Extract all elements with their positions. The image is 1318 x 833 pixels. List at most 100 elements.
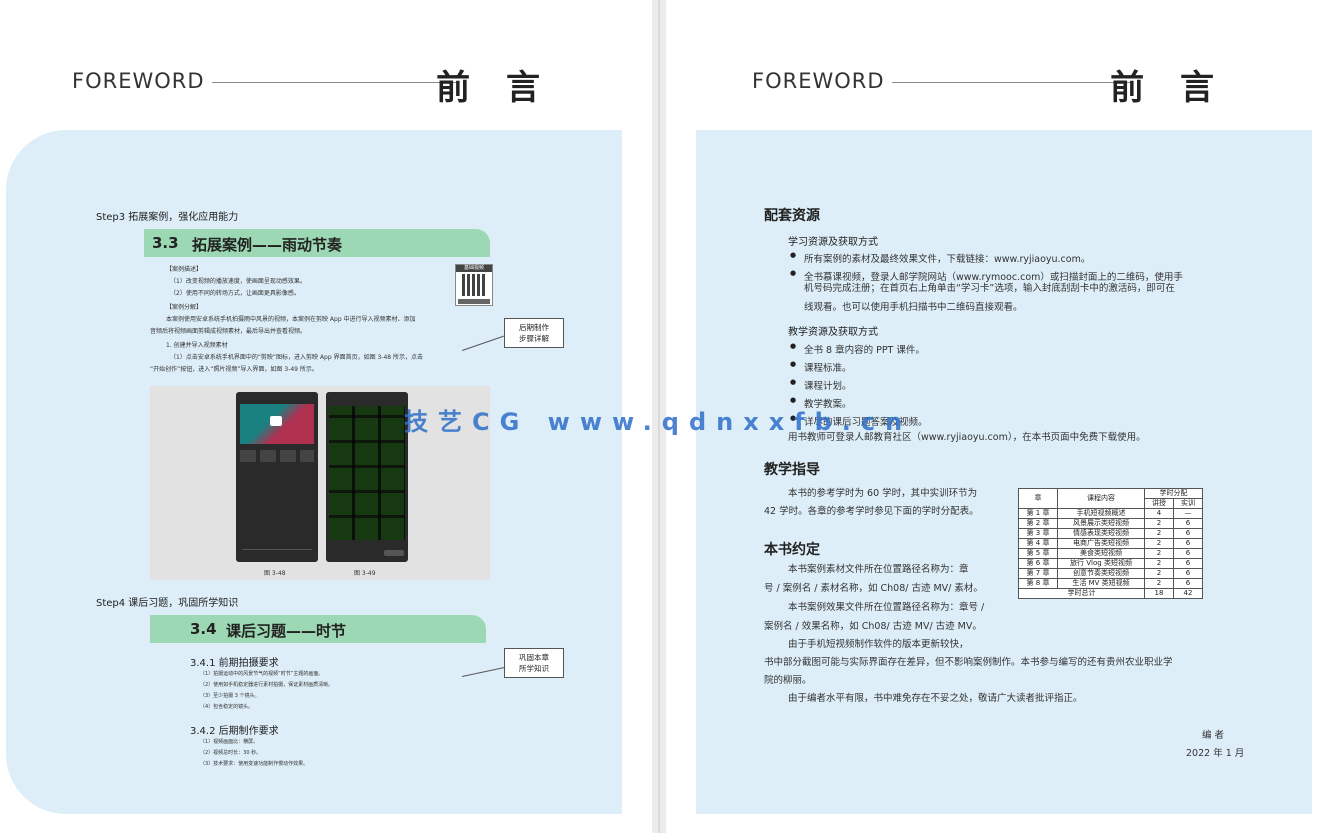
section-bar-3-3: 3.3 拓展案例——雨动节奏 (144, 229, 490, 257)
qianyan-title: 前 言 (1110, 68, 1226, 108)
list-item: 教学教案。 (790, 396, 851, 410)
table-cell: 生活 MV 类短视频 (1057, 578, 1145, 589)
list-item: （1）视频画面比：横屏。 (200, 739, 259, 745)
list-item: 全书慕课视频，登录人邮学院网站（www.rymooc.com）或扫描封面上的二维… (790, 269, 1183, 283)
phone-screenshot-49 (326, 392, 408, 562)
text-line: 42 学时。各章的参考学时参见下面的学时分配表。 (764, 506, 979, 517)
list-item: 全书 8 章内容的 PPT 课件。 (790, 342, 925, 356)
list-item: （2）使用如手机稳定器进行素材拍摄，保证素材画质清晰。 (200, 682, 334, 688)
qr-code-icon (455, 264, 493, 306)
text-line: （1）点击安卓系统手机界面中的“剪映”图标，进入剪映 App 界面首页，如图 3… (170, 354, 424, 361)
table-cell: 6 (1173, 548, 1203, 559)
header-rule (892, 82, 1132, 83)
screenshot-figures: 图 3-48 图 3-49 (150, 386, 490, 580)
text-line: 本书的参考学时为 60 学时，其中实训环节为 (788, 488, 978, 499)
step3-heading: Step3 拓展案例，强化应用能力 (96, 212, 239, 223)
table-cell: 4 (1144, 508, 1174, 519)
figure-caption-49: 图 3-49 (354, 570, 376, 577)
text-line: 由于手机短视频制作软件的版本更新较快， (788, 639, 969, 650)
signature-author: 编 者 (1202, 730, 1225, 741)
table-cell: 第 7 章 (1018, 568, 1058, 579)
heading-conventions: 本书约定 (764, 542, 820, 558)
table-header: 讲授 (1144, 498, 1174, 509)
list-item: 课程标准。 (790, 360, 851, 374)
step4-heading: Step4 课后习题，巩固所学知识 (96, 598, 239, 609)
qianyan-title: 前 言 (436, 68, 552, 108)
table-cell: 第 8 章 (1018, 578, 1058, 589)
subheading-learning: 学习资源及获取方式 (788, 237, 878, 248)
section-number: 3.4 (190, 620, 217, 638)
list-item: 所有案例的素材及最终效果文件，下载链接：www.ryjiaoyu.com。 (790, 251, 1090, 265)
callout-line: 巩固本章 (519, 653, 549, 662)
text-line: （2）使用不同的转场方式，让画面更具影像感。 (170, 290, 300, 297)
table-cell: 创意节奏类短视频 (1057, 568, 1145, 579)
table-cell: — (1173, 508, 1203, 519)
table-cell: 18 (1144, 588, 1174, 599)
callout-review: 巩固本章 所学知识 (504, 648, 564, 678)
table-cell: 2 (1144, 518, 1174, 529)
page-header: FOREWORD 前 言 (72, 60, 552, 108)
list-item: （3）技术要求：使用变速功能制作慢动作效果。 (200, 761, 309, 767)
list-item: 详尽的课后习题答案及视频。 (790, 414, 927, 428)
table-cell: 2 (1144, 568, 1174, 579)
content-panel (696, 130, 1312, 814)
table-cell: 风景展示类短视频 (1057, 518, 1145, 529)
table-header: 课程内容 (1057, 488, 1145, 509)
table-cell: 旅行 Vlog 类短视频 (1057, 558, 1145, 569)
section-number: 3.3 (152, 234, 179, 252)
table-cell: 美食类短视频 (1057, 548, 1145, 559)
heading-resources: 配套资源 (764, 208, 820, 224)
table-cell: 6 (1173, 538, 1203, 549)
phone-screenshot-48 (236, 392, 318, 562)
foreword-title: FOREWORD (72, 69, 205, 93)
figure-caption-48: 图 3-48 (264, 570, 286, 577)
text-line: 本书案例素材文件所在位置路径名称为：章 (788, 564, 969, 575)
text-line: 1. 创建并导入视频素材 (166, 342, 228, 349)
table-header: 实训 (1173, 498, 1203, 509)
text-line: 由于编者水平有限，书中难免存在不妥之处，敬请广大读者批评指正。 (788, 693, 1083, 704)
left-page: FOREWORD 前 言 Step3 拓展案例，强化应用能力 3.3 拓展案例—… (0, 0, 652, 833)
table-cell: 第 2 章 (1018, 518, 1058, 529)
table-cell: 6 (1173, 578, 1203, 589)
callout-post-production: 后期制作 步骤详解 (504, 318, 564, 348)
table-cell: 2 (1144, 548, 1174, 559)
list-item: 课程计划。 (790, 378, 851, 392)
table-cell: 6 (1173, 528, 1203, 539)
right-page: FOREWORD 前 言 (666, 0, 1318, 833)
text-line: 线观看。也可以使用手机扫描书中二维码直接观看。 (804, 302, 1023, 313)
table-cell: 6 (1173, 518, 1203, 529)
table-cell: 第 6 章 (1018, 558, 1058, 569)
text-line: 音频后将视频画面剪辑成视频素材，最后导出并查看视频。 (150, 328, 307, 335)
list-item: （3）至少拍摄 3 个镜头。 (200, 693, 260, 699)
text-line: 书中部分截图可能与实际界面存在差异，但不影响案例制作。本书参与编写的还有贵州农业… (764, 657, 1173, 668)
callout-line: 所学知识 (519, 664, 549, 673)
table-cell: 2 (1144, 578, 1174, 589)
table-cell: 情感表现类短视频 (1057, 528, 1145, 539)
text-line: 本书案例效果文件所在位置路径名称为：章号 / (788, 602, 985, 613)
watermark: 技艺CG www.qdnxxfb.cn (404, 408, 913, 436)
table-cell: 第 3 章 (1018, 528, 1058, 539)
header-rule (212, 82, 458, 83)
callout-line: 步骤详解 (519, 334, 549, 343)
signature-date: 2022 年 1 月 (1186, 748, 1245, 759)
text-line: 号 / 案例名 / 素材名称，如 Ch08/ 古迹 MV/ 素材。 (764, 583, 983, 594)
callout-line: 后期制作 (519, 323, 549, 332)
list-item: （2）视频总时长：30 秒。 (200, 750, 262, 756)
table-cell: 6 (1173, 568, 1203, 579)
text-line: 机号码完成注册；在首页右上角单击“学习卡”选项，输入封底刮刮卡中的激活码，即可在 (804, 283, 1175, 294)
table-header: 章 (1018, 488, 1058, 509)
table-cell: 第 1 章 (1018, 508, 1058, 519)
subsection-3-4-2: 3.4.2 后期制作要求 (190, 726, 279, 737)
table-cell: 2 (1144, 558, 1174, 569)
table-header: 学时分配 (1144, 488, 1203, 499)
table-cell: 42 (1173, 588, 1203, 599)
table-cell: 第 4 章 (1018, 538, 1058, 549)
table-cell: 2 (1144, 538, 1174, 549)
